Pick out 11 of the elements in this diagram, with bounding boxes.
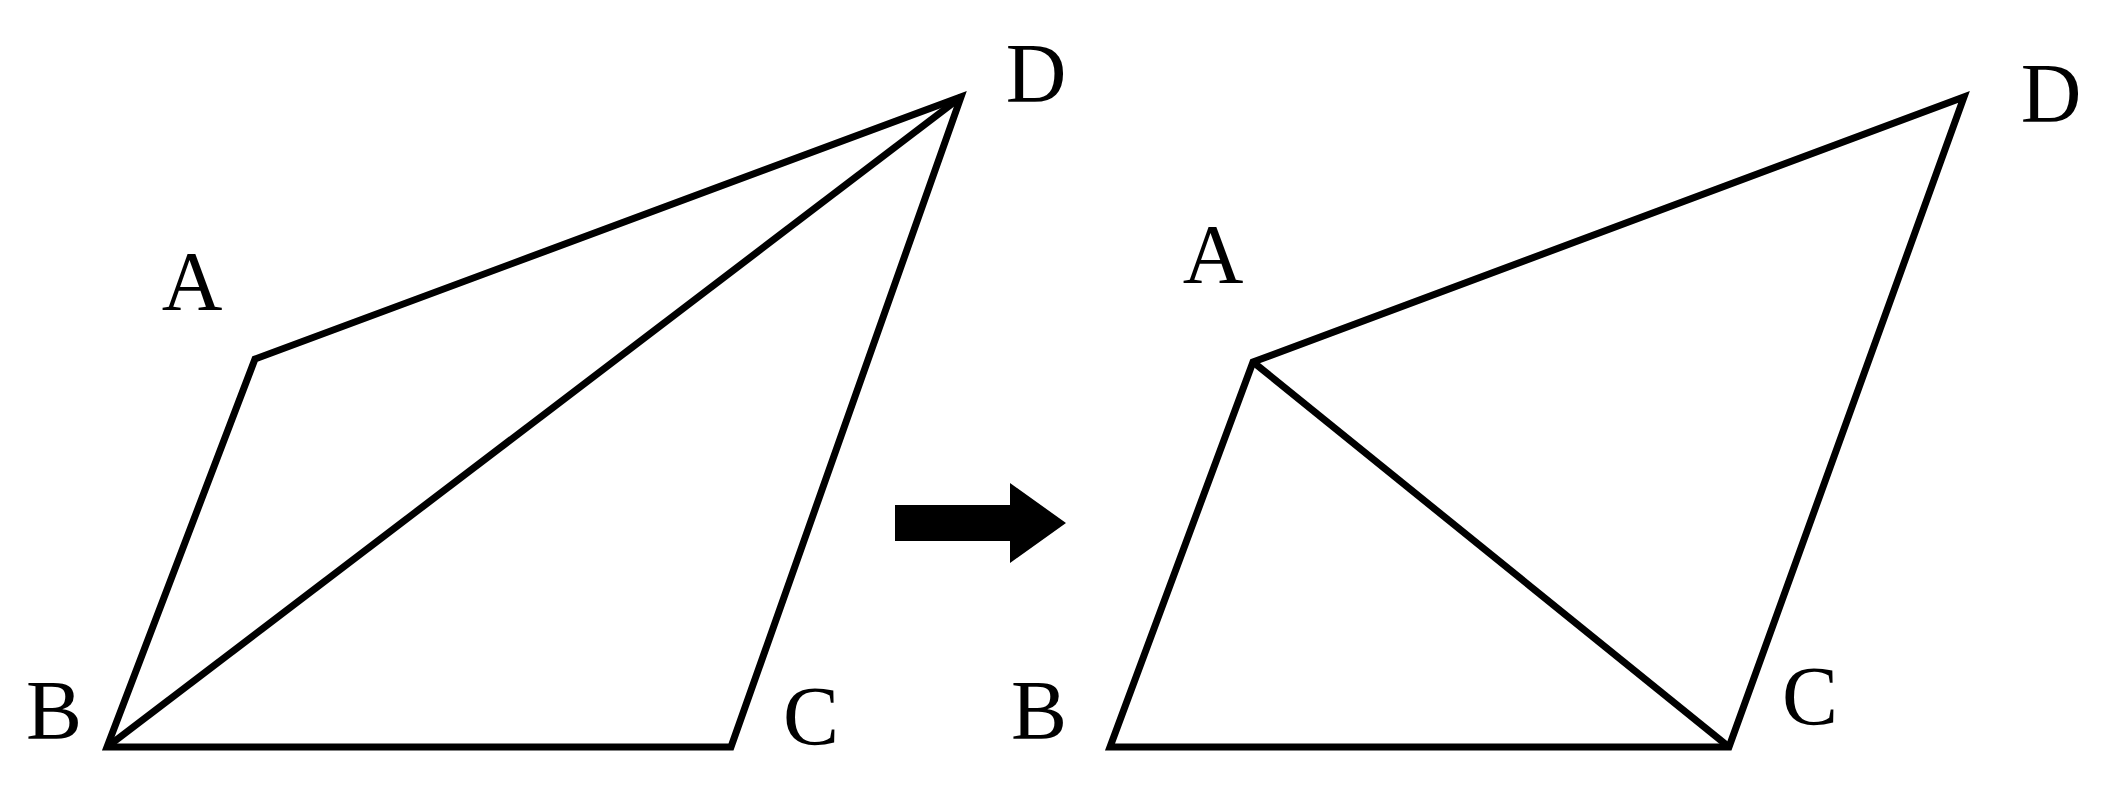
vertex-label: A — [1182, 213, 1244, 297]
vertex-label: C — [1782, 655, 1838, 739]
quadrilateral-drawing — [1104, 91, 1970, 751]
vertex-label: B — [1011, 669, 1067, 753]
quadrilateral-drawing — [101, 91, 967, 751]
vertex-label: A — [161, 240, 223, 324]
vertex-label: D — [1005, 32, 1067, 116]
vertex-label: B — [26, 669, 82, 753]
block-arrow — [895, 483, 1066, 563]
vertex-label: C — [783, 675, 839, 759]
vertex-label: D — [2020, 52, 2082, 136]
